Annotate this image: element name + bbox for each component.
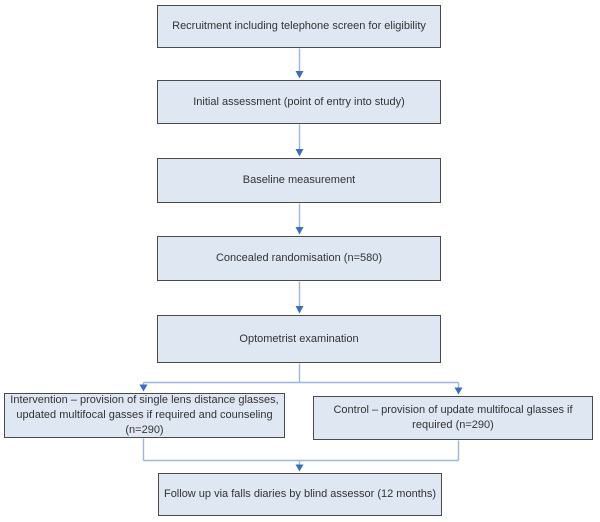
node-recruitment: Recruitment including telephone screen f… xyxy=(157,5,441,48)
node-initial-assessment: Initial assessment (point of entry into … xyxy=(157,80,441,124)
node-initial-assessment-label: Initial assessment (point of entry into … xyxy=(193,95,405,108)
node-optometrist-examination-label: Optometrist examination xyxy=(239,332,359,345)
arrow-recruitment-to-initial-assessment xyxy=(295,48,304,79)
arrow-optometrist-split-to-branches xyxy=(139,363,463,395)
node-concealed-randomisation-label: Concealed randomisation (n=580) xyxy=(215,252,383,265)
node-baseline-measurement: Baseline measurement xyxy=(157,158,441,203)
arrow-initial-assessment-to-baseline xyxy=(295,124,304,157)
node-follow-up: Follow up via falls diaries by blind ass… xyxy=(158,473,442,516)
node-baseline-measurement-label: Baseline measurement xyxy=(242,174,356,187)
arrow-randomisation-to-optometrist xyxy=(295,281,304,314)
arrow-branches-merge-to-follow-up xyxy=(142,438,460,472)
node-optometrist-examination: Optometrist examination xyxy=(157,315,441,363)
arrow-baseline-to-randomisation xyxy=(295,203,304,235)
node-concealed-randomisation: Concealed randomisation (n=580) xyxy=(157,236,441,281)
node-recruitment-label: Recruitment including telephone screen f… xyxy=(172,20,426,33)
node-control: Control – provision of update multifocal… xyxy=(313,396,593,440)
node-follow-up-label: Follow up via falls diaries by blind ass… xyxy=(163,488,437,501)
node-control-label: Control – provision of update multifocal… xyxy=(333,404,573,431)
node-intervention-label: Intervention – provision of single lens … xyxy=(10,394,279,436)
node-intervention: Intervention – provision of single lens … xyxy=(4,393,285,438)
